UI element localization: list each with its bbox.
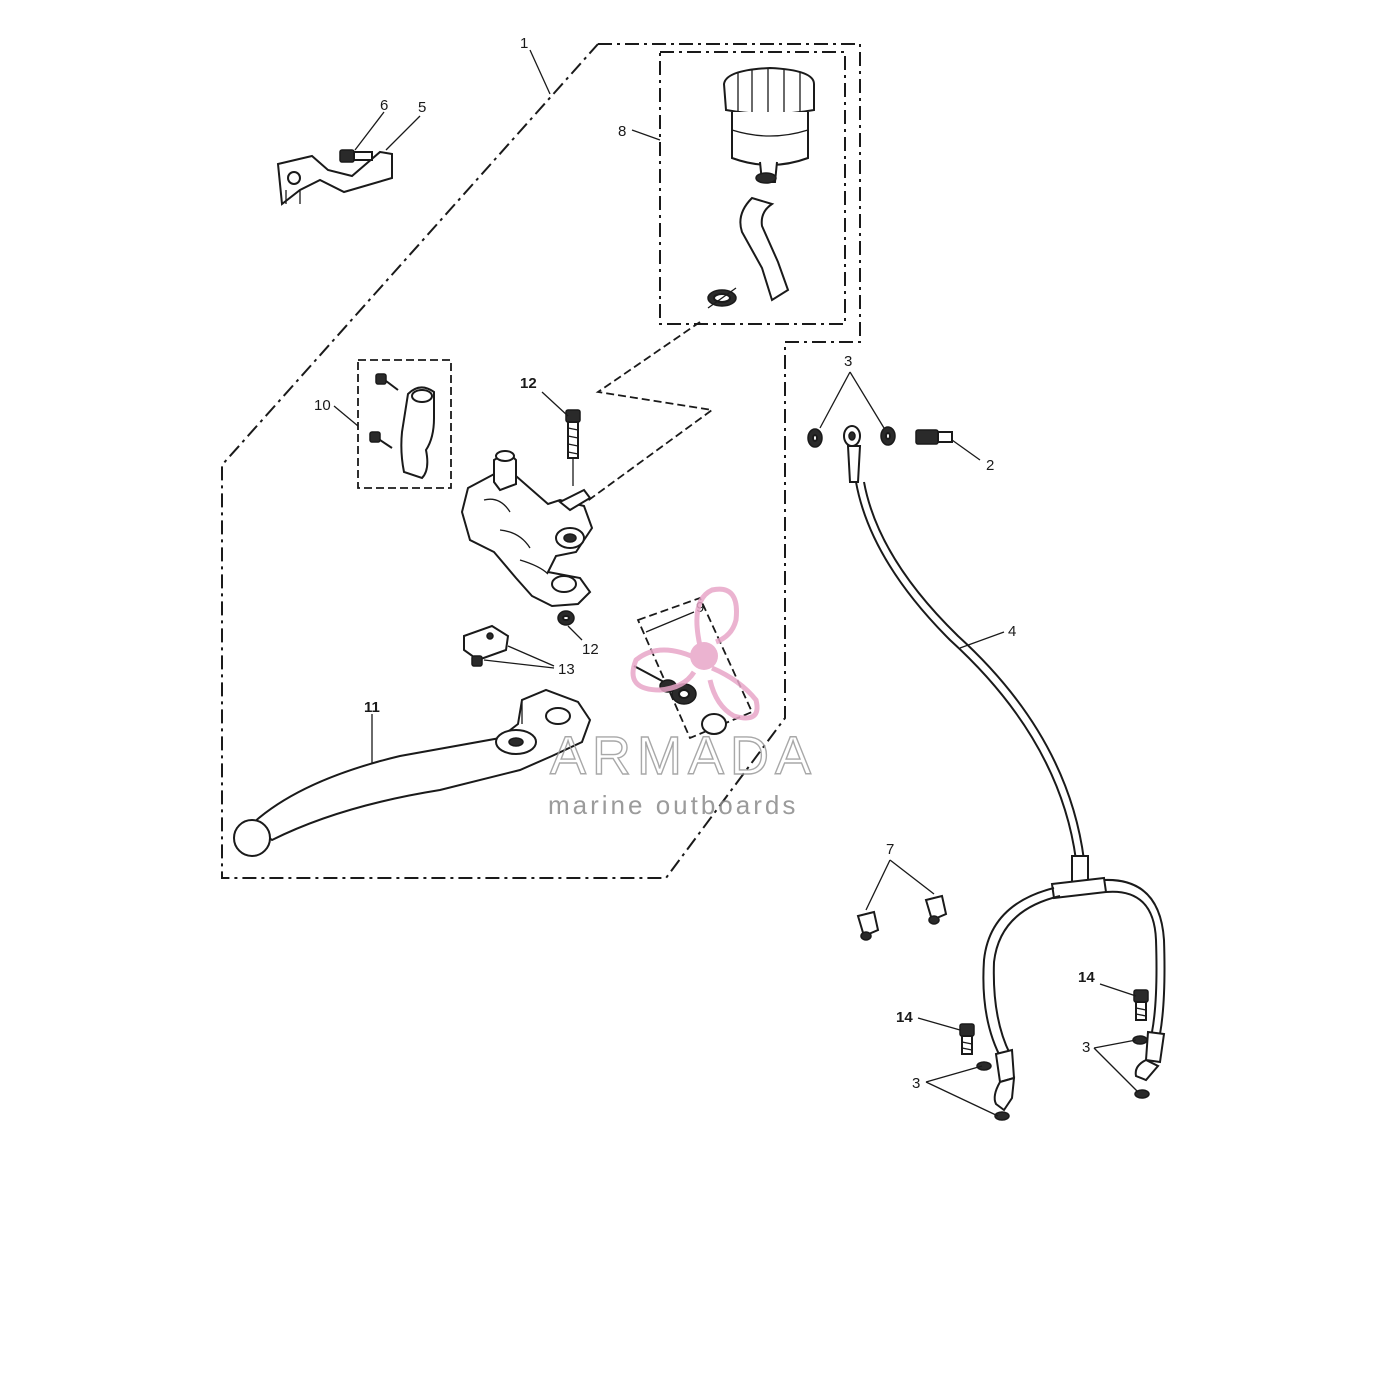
- callout-4: 4: [1008, 623, 1016, 640]
- bracket-bolt: [339, 149, 373, 163]
- assembly-outline: [221, 43, 861, 879]
- watermark: ARMADA marine outboards: [548, 586, 817, 820]
- watermark-brand: ARMADA: [550, 726, 817, 786]
- callout-2: 2: [986, 457, 994, 474]
- master-cylinder: [460, 450, 594, 608]
- reservoir-group: [659, 51, 846, 325]
- reservoir-link: [585, 321, 715, 503]
- pivot-nut: [557, 610, 575, 626]
- bleed-valves: [856, 894, 948, 941]
- clamp-group: [357, 359, 452, 489]
- callout-12-bottom: 12: [582, 641, 599, 658]
- banjo-bolt: [915, 429, 953, 445]
- callout-14-left: 14: [896, 1009, 913, 1026]
- callout-13: 13: [558, 661, 575, 678]
- callout-3-left: 3: [912, 1075, 920, 1092]
- washer-set-lower: [976, 1035, 1150, 1121]
- brake-hose: [846, 445, 1166, 1112]
- leader-lines: [333, 49, 1139, 1117]
- mirror-bracket: [276, 150, 393, 206]
- callout-6: 6: [380, 97, 388, 114]
- watermark-tagline: marine outboards: [548, 790, 798, 820]
- callout-10: 10: [314, 397, 331, 414]
- callout-1: 1: [520, 35, 528, 52]
- washer-set-top: [807, 425, 896, 448]
- propeller-logo-icon: [630, 586, 760, 721]
- brake-lever: [233, 688, 592, 857]
- callout-3-right: 3: [1082, 1039, 1090, 1056]
- banjo-bolts-lower: [959, 989, 1149, 1055]
- callout-8: 8: [618, 123, 626, 140]
- brake-switch: [463, 624, 510, 667]
- callout-5: 5: [418, 99, 426, 116]
- callout-7: 7: [886, 841, 894, 858]
- pivot-bolt: [565, 409, 581, 486]
- callout-12-top: 12: [520, 375, 537, 392]
- callout-11: 11: [364, 699, 380, 716]
- callout-3-top: 3: [844, 353, 852, 370]
- callout-14-right: 14: [1078, 969, 1095, 986]
- piston-kit: [633, 596, 754, 740]
